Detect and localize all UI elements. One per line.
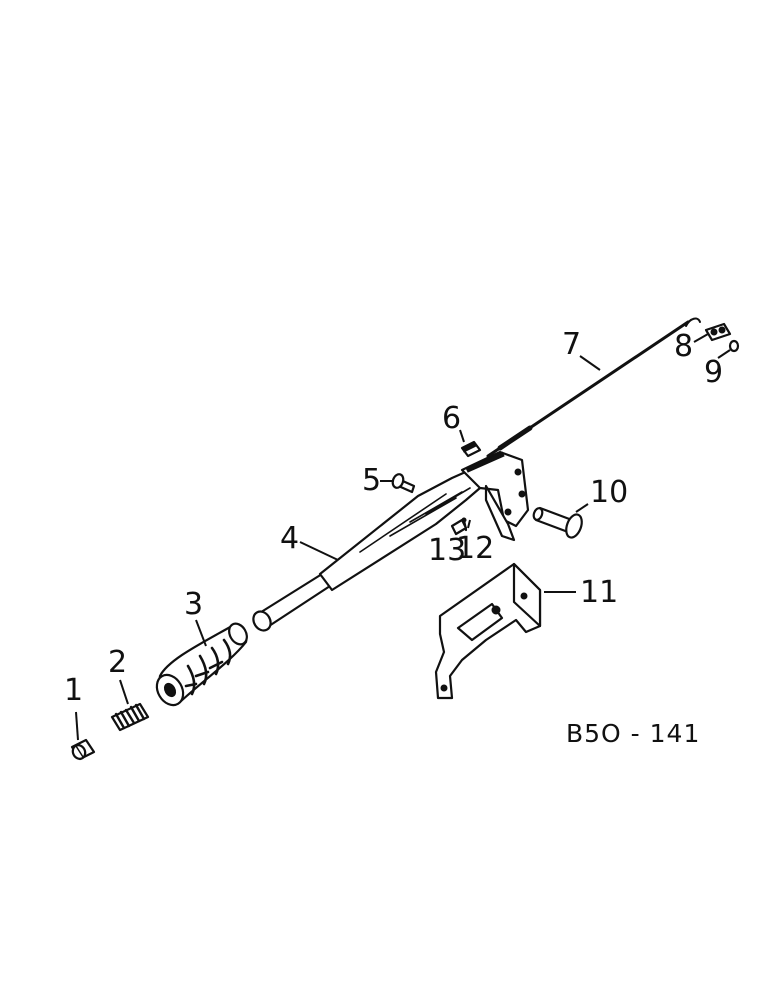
- callout-13: 13: [428, 533, 466, 568]
- part-8-clip: [704, 322, 732, 342]
- callout-4: 4: [280, 521, 299, 556]
- callout-11: 11: [580, 575, 618, 610]
- part-12-13-hardware: [450, 517, 468, 536]
- callout-8: 8: [674, 329, 693, 364]
- callout-10: 10: [590, 475, 628, 510]
- part-10-pin: [532, 506, 583, 539]
- callout-5: 5: [362, 463, 381, 498]
- part-2-spring: [110, 702, 150, 732]
- callout-1: 1: [64, 673, 83, 708]
- part-6-nut: [460, 440, 482, 458]
- part-9-washer: [728, 339, 740, 353]
- drawing-code: B5O - 141: [566, 719, 700, 748]
- part-11-bracket: [434, 562, 542, 700]
- callout-6: 6: [442, 401, 461, 436]
- part-4-lever-arm: [252, 450, 530, 632]
- callout-7: 7: [562, 327, 581, 362]
- part-3-handle-grip: [155, 622, 248, 707]
- callout-2: 2: [108, 645, 127, 680]
- callout-3: 3: [184, 587, 203, 622]
- part-1-pin: [70, 738, 96, 761]
- leader-lines: [75, 333, 731, 741]
- callout-9: 9: [704, 355, 723, 390]
- part-5-bolt: [391, 473, 416, 494]
- part-7-rod: [486, 317, 701, 458]
- callout-12: 12: [456, 531, 494, 566]
